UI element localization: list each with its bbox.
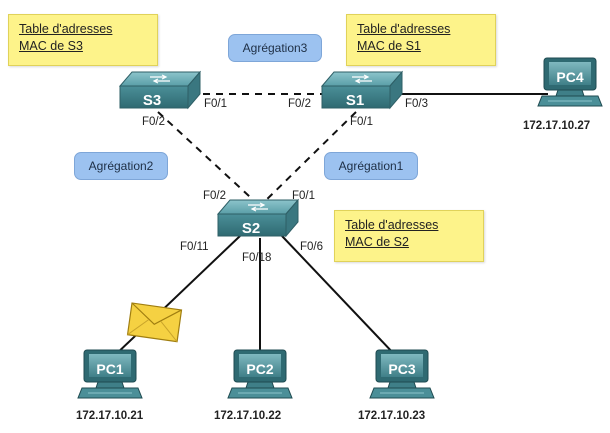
link-s3-s2 (157, 111, 263, 209)
port-s1-f02: F0/2 (288, 98, 312, 110)
pc3-ip: 172.17.10.23 (358, 410, 426, 422)
switch-s2-label: S2 (242, 220, 260, 237)
port-s2-f018: F0/18 (242, 252, 272, 264)
pc4-label: PC4 (556, 69, 583, 85)
mac-table-note-s2: Table d'adresses MAC de S2 (334, 210, 484, 262)
pc1-ip: 172.17.10.21 (76, 410, 144, 422)
switch-s1-label: S1 (346, 92, 364, 109)
note-s3-line2: MAC de S3 (19, 39, 83, 53)
switch-s3-label: S3 (143, 92, 161, 109)
link-s2-pc1 (111, 235, 241, 359)
pc2-label: PC2 (246, 361, 273, 377)
mac-table-note-s1: Table d'adresses MAC de S1 (346, 14, 496, 66)
switch-s3[interactable] (118, 70, 202, 110)
pc4-computer[interactable] (537, 57, 603, 107)
aggregation3-label: Agrégation3 (228, 34, 322, 62)
port-s2-f02: F0/2 (203, 190, 227, 202)
pc4-ip: 172.17.10.27 (523, 120, 591, 132)
port-s2-f06: F0/6 (300, 241, 324, 253)
note-s2-line1: Table d'adresses (345, 218, 439, 232)
mac-table-note-s3: Table d'adresses MAC de S3 (8, 14, 158, 66)
note-s3-line1: Table d'adresses (19, 22, 113, 36)
pc2-ip: 172.17.10.22 (214, 410, 282, 422)
pc1-computer[interactable] (77, 349, 143, 399)
port-s1-f03: F0/3 (405, 98, 429, 110)
pc2-computer[interactable] (227, 349, 293, 399)
link-s2-pc3 (281, 235, 397, 357)
port-s2-f01: F0/1 (292, 190, 316, 202)
pc1-label: PC1 (96, 361, 123, 377)
port-s2-f011: F0/11 (180, 241, 209, 253)
port-s3-f01: F0/1 (204, 98, 228, 110)
note-s1-line2: MAC de S1 (357, 39, 421, 53)
aggregation2-label: Agrégation2 (74, 152, 168, 180)
note-s2-line2: MAC de S2 (345, 235, 409, 249)
note-s1-line1: Table d'adresses (357, 22, 451, 36)
aggregation1-label: Agrégation1 (324, 152, 418, 180)
port-s1-f01: F0/1 (350, 116, 374, 128)
envelope-icon (126, 302, 183, 343)
pc3-computer[interactable] (369, 349, 435, 399)
switch-s1[interactable] (320, 70, 404, 110)
pc3-label: PC3 (388, 361, 415, 377)
switch-s2[interactable] (216, 198, 300, 238)
link-s1-s2 (257, 111, 357, 209)
port-s3-f02: F0/2 (142, 116, 166, 128)
